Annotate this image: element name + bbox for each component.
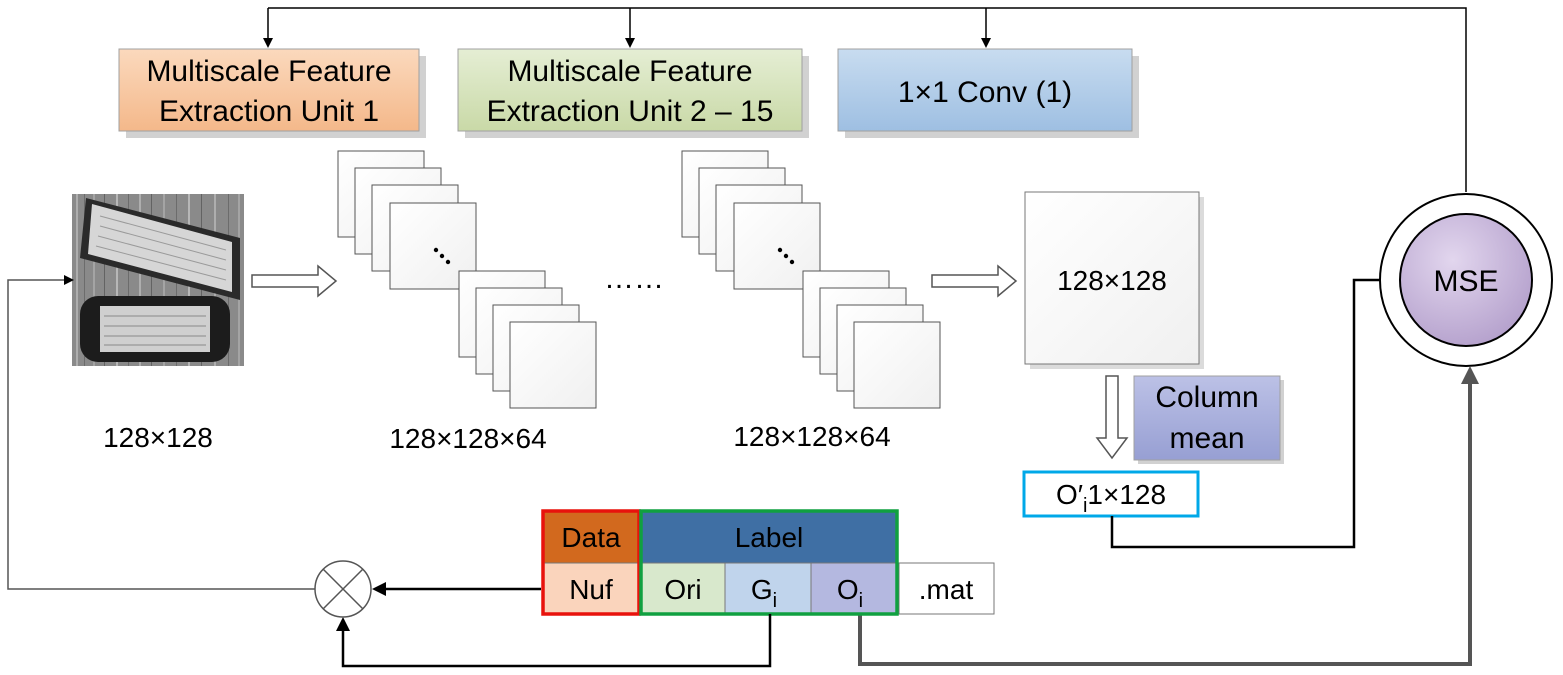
mat-ext-cell bbox=[898, 562, 995, 615]
ori-label: Ori bbox=[664, 574, 701, 605]
multiply-to-input-line bbox=[7, 275, 315, 590]
block-arrow-1 bbox=[251, 264, 338, 298]
output-vector-label: O′i1×128 bbox=[1056, 479, 1166, 517]
column-mean-line-1: Column bbox=[1155, 381, 1258, 414]
unit-2-box: Multiscale Feature Extraction Unit 2 – 1… bbox=[457, 48, 809, 138]
mse-node: MSE bbox=[1379, 193, 1553, 367]
label-header: Label bbox=[735, 522, 804, 553]
feature-map-stack-2 bbox=[681, 150, 941, 409]
feedback-bus bbox=[263, 7, 1467, 192]
stack-1-dots bbox=[433, 247, 451, 265]
conv-box: 1×1 Conv (1) bbox=[837, 48, 1139, 138]
conv-label: 1×1 Conv (1) bbox=[898, 76, 1072, 109]
mat-file-table: Data Label Nuf Ori Gi Oi .mat bbox=[541, 509, 995, 616]
unit-1-line-2: Extraction Unit 1 bbox=[159, 95, 379, 128]
output-vector-rest: 1×128 bbox=[1087, 479, 1166, 510]
block-arrow-2 bbox=[931, 264, 1018, 298]
unit-2-line-2: Extraction Unit 2 – 15 bbox=[487, 95, 774, 128]
output-vector-base: O′ bbox=[1056, 479, 1083, 510]
stack-1-size-label: 128×128×64 bbox=[389, 423, 546, 454]
input-image bbox=[72, 194, 244, 366]
oi-to-mse-line bbox=[858, 366, 1479, 666]
unit-2-line-1: Multiscale Feature bbox=[507, 55, 752, 88]
output-map: 128×128 bbox=[1024, 191, 1204, 369]
unit-1-line-1: Multiscale Feature bbox=[146, 55, 391, 88]
output-vector-sub: i bbox=[1083, 495, 1087, 517]
gi-label: Gi bbox=[751, 574, 777, 612]
stack-1-back bbox=[337, 150, 477, 290]
output-vector-box: O′i1×128 bbox=[1022, 470, 1200, 518]
data-border bbox=[541, 509, 641, 616]
data-header: Data bbox=[561, 522, 621, 553]
nuf-label: Nuf bbox=[569, 574, 613, 605]
output-map-size-label: 128×128 bbox=[1057, 265, 1167, 296]
data-header-cell bbox=[543, 511, 639, 563]
stack-ellipsis: …… bbox=[604, 262, 664, 295]
vector-to-mse-line bbox=[1110, 273, 1399, 549]
oi-label: Oi bbox=[837, 574, 863, 612]
mat-ext-label: .mat bbox=[919, 574, 974, 605]
block-arrow-down bbox=[1095, 375, 1129, 460]
input-size-label: 128×128 bbox=[103, 422, 213, 453]
stack-1-front bbox=[458, 270, 597, 409]
stack-2-back bbox=[681, 150, 821, 290]
label-header-cell bbox=[641, 511, 897, 563]
column-mean-box: Column mean bbox=[1133, 375, 1284, 464]
unit-1-box: Multiscale Feature Extraction Unit 1 bbox=[118, 48, 426, 138]
column-mean-line-2: mean bbox=[1169, 422, 1244, 455]
feature-map-stack-1 bbox=[337, 150, 597, 409]
multiply-node bbox=[314, 560, 372, 618]
mse-label: MSE bbox=[1433, 265, 1498, 298]
stack-2-front bbox=[802, 270, 941, 409]
gi-to-multiply-line bbox=[336, 614, 772, 668]
gi-cell bbox=[724, 562, 812, 615]
stack-2-size-label: 128×128×64 bbox=[733, 421, 890, 452]
stack-2-dots bbox=[777, 247, 795, 265]
ori-cell bbox=[640, 562, 726, 615]
